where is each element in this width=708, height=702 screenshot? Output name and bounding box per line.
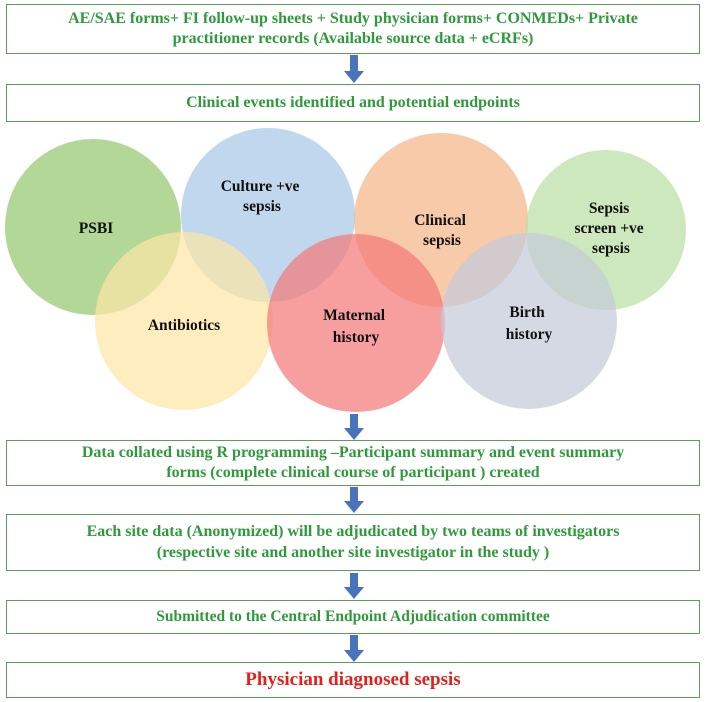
culture-label-line-2: sepsis	[243, 198, 281, 215]
clinical-label-line-1: Clinical	[414, 212, 466, 229]
sepsis-screen-label-line-3: sepsis	[592, 240, 630, 257]
site-adjudication-line-2: (respective site and another site invest…	[156, 543, 550, 561]
site-adjudication-line-1: Each site data (Anonymized) will be adju…	[86, 523, 620, 541]
data-collated-line-1: Data collated using R programming –Parti…	[81, 443, 625, 461]
svg-text:Culture +ve sepsis: Culture +ve sepsis	[221, 178, 304, 215]
circle-birth-history	[441, 233, 617, 409]
psbi-label: PSBI	[79, 220, 113, 237]
clinical-events-venn-diagram: PSBI Culture +ve sepsis Clinical sepsis …	[5, 128, 686, 412]
source-data-line-1: AE/SAE forms+ FI follow-up sheets + Stud…	[68, 9, 638, 27]
data-collated-box: Data collated using R programming –Parti…	[6, 440, 700, 486]
sepsis-screen-label-line-1: Sepsis	[589, 200, 630, 217]
antibiotics-label: Antibiotics	[148, 317, 220, 334]
down-arrow-icon	[343, 573, 365, 599]
birth-label-line-2: history	[506, 326, 553, 343]
clinical-events-box: Clinical events identified and potential…	[6, 84, 700, 122]
physician-diagnosed-sepsis-text: Physician diagnosed sepsis	[245, 668, 461, 690]
circle-antibiotics	[95, 232, 273, 410]
clinical-label-line-2: sepsis	[423, 232, 461, 249]
source-data-box: AE/SAE forms+ FI follow-up sheets + Stud…	[6, 4, 700, 54]
svg-text:Maternal history: Maternal history	[323, 307, 389, 346]
central-committee-box: Submitted to the Central Endpoint Adjudi…	[6, 600, 700, 634]
maternal-label-line-1: Maternal	[323, 307, 386, 324]
svg-text:Birth history: Birth history	[506, 304, 553, 343]
svg-text:Antibiotics: Antibiotics	[148, 317, 220, 334]
svg-text:Clinical sepsis: Clinical sepsis	[414, 212, 470, 249]
central-committee-text: Submitted to the Central Endpoint Adjudi…	[156, 608, 550, 626]
svg-text:PSBI: PSBI	[79, 220, 113, 237]
physician-diagnosed-sepsis-box: Physician diagnosed sepsis	[6, 662, 700, 698]
site-adjudication-box: Each site data (Anonymized) will be adju…	[6, 514, 700, 571]
down-arrow-icon	[343, 487, 365, 513]
down-arrow-icon	[343, 635, 365, 662]
birth-label-line-1: Birth	[509, 304, 545, 321]
circle-maternal-history	[267, 234, 445, 412]
down-arrow-icon	[343, 414, 365, 440]
culture-label-line-1: Culture +ve	[221, 178, 300, 195]
down-arrow-icon	[343, 55, 365, 83]
source-data-line-2: practitioner records (Available source d…	[172, 30, 534, 47]
maternal-label-line-2: history	[333, 329, 380, 346]
data-collated-line-2: forms (complete clinical course of parti…	[166, 464, 540, 481]
svg-text:Sepsis screen +ve seps: Sepsis screen +ve sepsis	[574, 200, 647, 257]
clinical-events-text: Clinical events identified and potential…	[186, 93, 520, 111]
sepsis-screen-label-line-2: screen +ve	[574, 220, 643, 237]
